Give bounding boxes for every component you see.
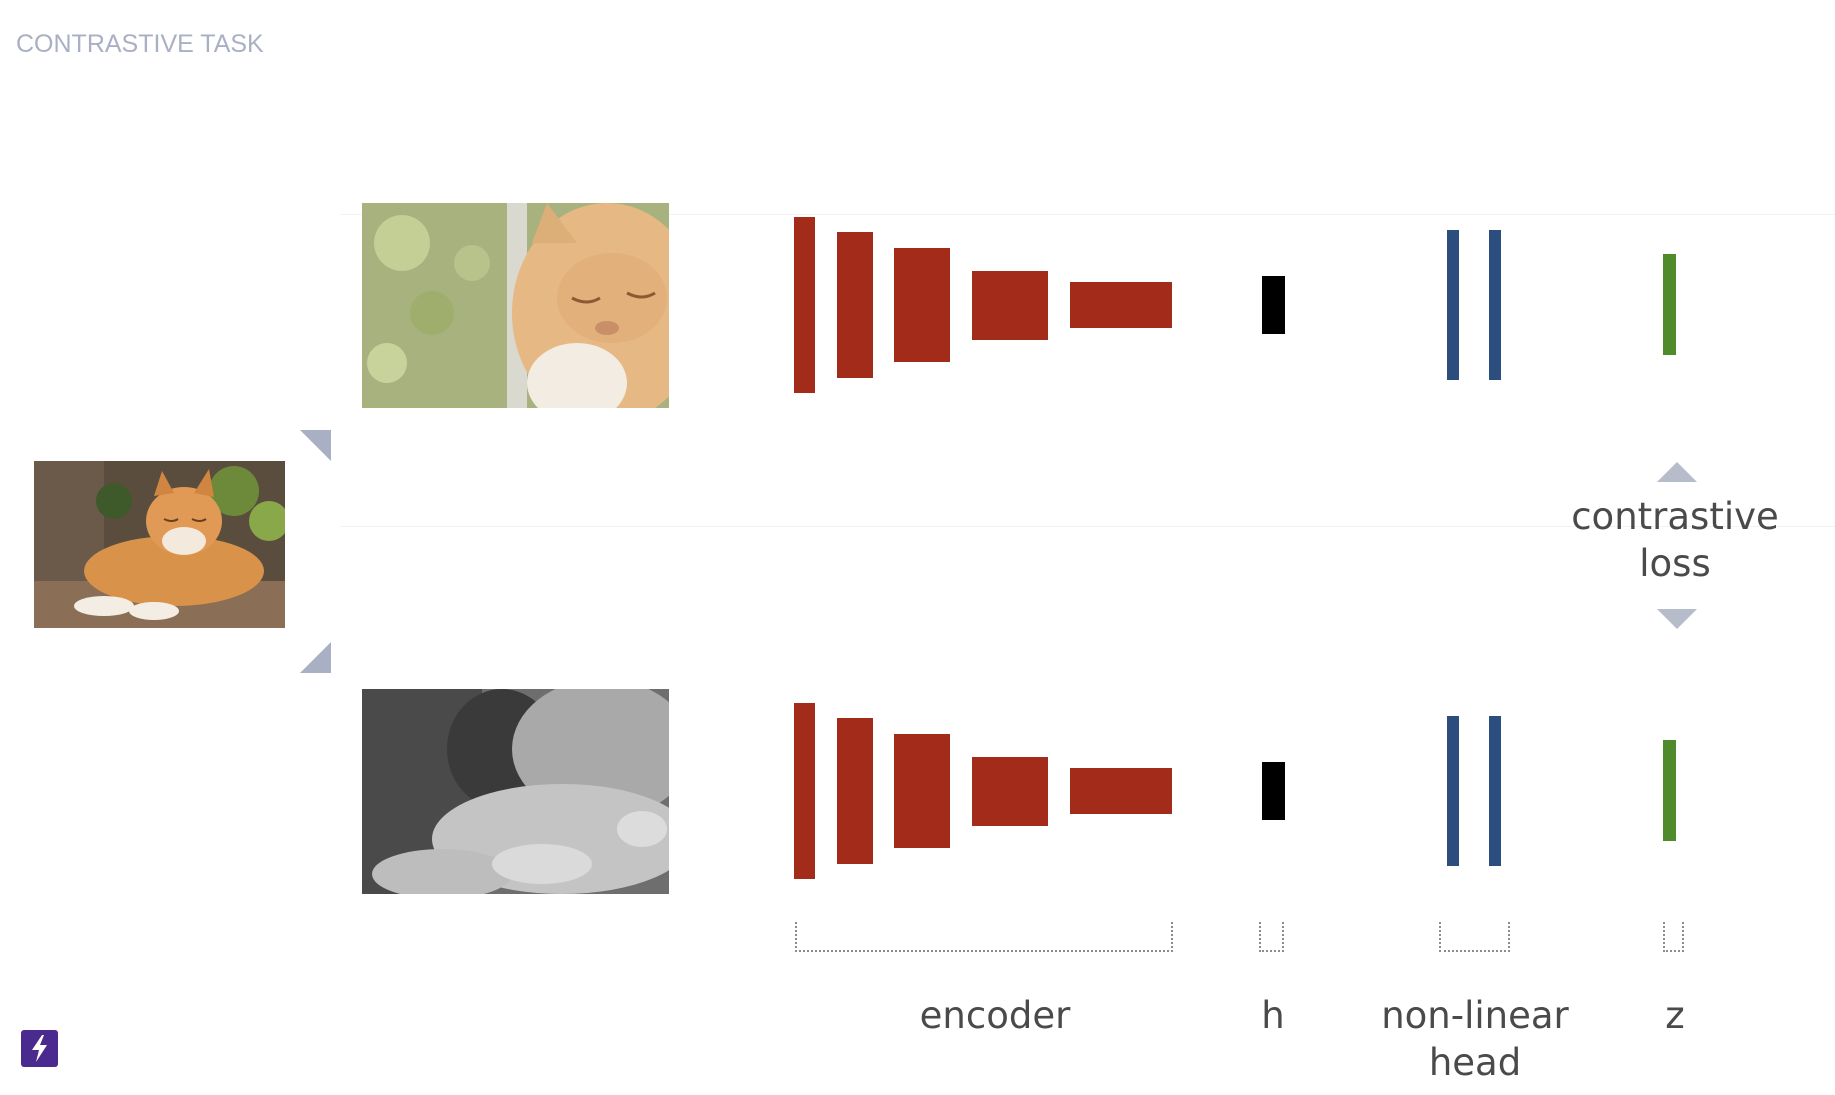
encoder-layer (837, 232, 873, 378)
head-bracket (1439, 922, 1510, 952)
guide-line (340, 526, 1835, 527)
augmentation-arrow-top-icon (300, 430, 331, 461)
encoder-layer (1070, 282, 1172, 328)
arrow-up-icon (1657, 462, 1697, 482)
head-layer (1489, 230, 1501, 380)
z-projection (1663, 254, 1676, 355)
augmented-view-top-image (362, 203, 669, 408)
augmentation-arrow-bottom-icon (300, 642, 331, 673)
original-cat-image (34, 461, 285, 628)
augmented-view-bottom-image (362, 689, 669, 894)
encoder-layer (1070, 768, 1172, 814)
h-bracket (1259, 922, 1284, 952)
encoder-layer (794, 217, 815, 393)
arrow-down-icon (1657, 609, 1697, 629)
z-label: z (1665, 994, 1685, 1037)
contrastive-loss-label-line1: contrastive (1571, 495, 1779, 538)
head-layer (1447, 716, 1459, 866)
guide-line (340, 214, 1835, 215)
encoder-layer (972, 757, 1048, 826)
encoder-layer (794, 703, 815, 879)
encoder-label: encoder (919, 994, 1071, 1037)
logo-icon (21, 1030, 58, 1067)
z-projection (1663, 740, 1676, 841)
encoder-layer (894, 248, 950, 362)
head-label-line1: non-linear (1381, 994, 1569, 1037)
h-representation (1262, 762, 1285, 820)
encoder-layer (972, 271, 1048, 340)
head-layer (1489, 716, 1501, 866)
head-layer (1447, 230, 1459, 380)
encoder-layer (894, 734, 950, 848)
contrastive-loss-label-line2: loss (1639, 542, 1711, 585)
slide-title: CONTRASTIVE TASK (16, 30, 264, 58)
z-bracket (1663, 922, 1684, 952)
encoder-bracket (795, 922, 1173, 952)
h-representation (1262, 276, 1285, 334)
head-label-line2: head (1428, 1041, 1522, 1084)
encoder-layer (837, 718, 873, 864)
h-label: h (1261, 994, 1285, 1037)
